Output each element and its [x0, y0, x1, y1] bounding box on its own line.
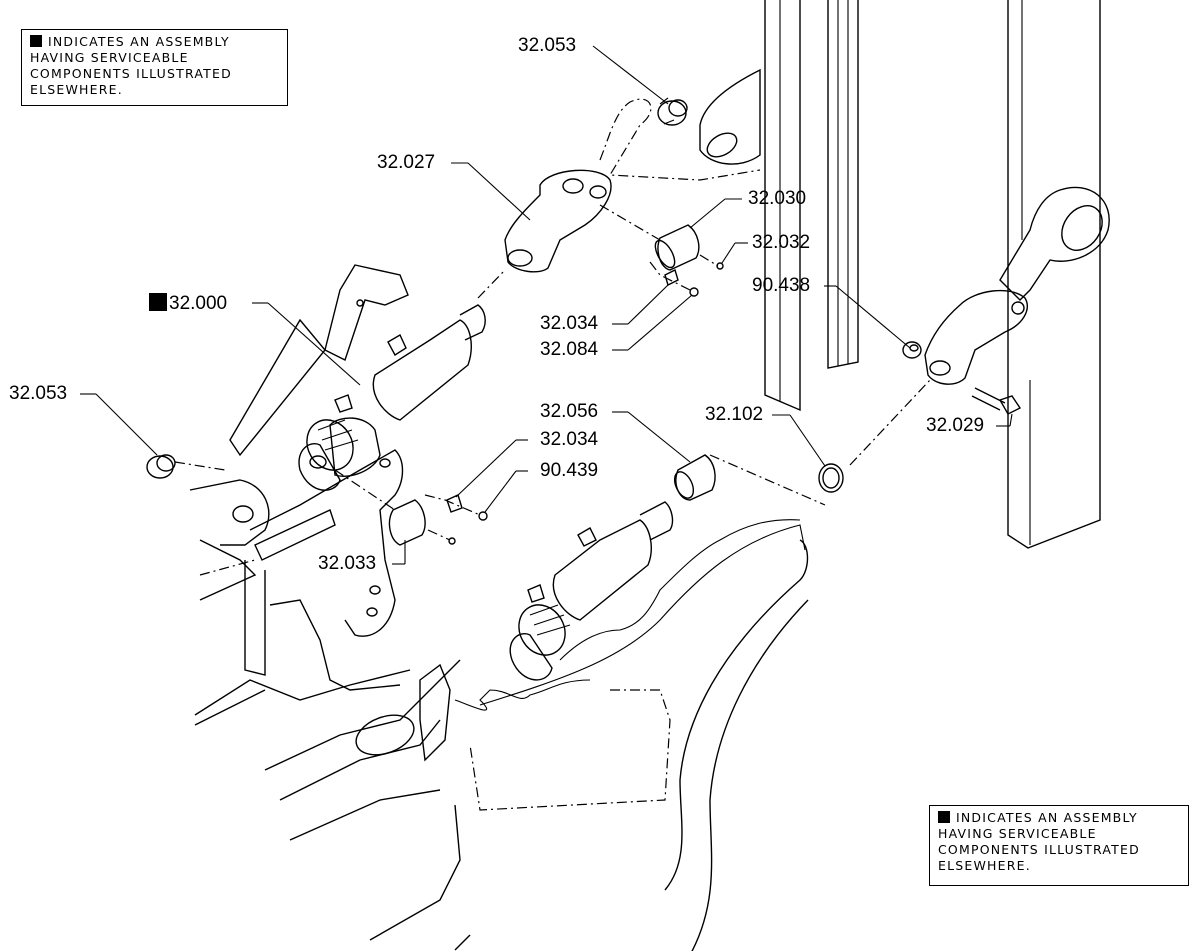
blade-frame-lower: [194, 519, 809, 951]
note-text: INDICATES AN ASSEMBLY: [956, 810, 1138, 825]
lift-arm-top: [699, 68, 761, 165]
retainer-32-034-top: [649, 261, 699, 297]
note-line: COMPONENTS ILLUSTRATED: [938, 842, 1140, 857]
hydraulic-cylinder-32-000: [298, 269, 506, 491]
leader-lines: [80, 45, 1013, 565]
frame-plate: [189, 449, 404, 637]
part-label-32-056: 32.056: [540, 401, 599, 422]
pin-32-033: [334, 469, 456, 546]
part-label-32-000: 32.000: [149, 293, 227, 314]
rod-clevis-32-029: [924, 289, 1028, 415]
mast-channel-left: [764, 0, 859, 412]
part-label-32-029: 32.029: [926, 415, 985, 436]
cylinder-clevis-32-027: [504, 98, 761, 273]
assembly-marker-icon: [30, 35, 42, 47]
bushing-32-053-left: [146, 454, 226, 479]
assembly-marker-icon: [938, 811, 950, 823]
note-box-bottom-right: INDICATES AN ASSEMBLY HAVING SERVICEABLE…: [929, 805, 1189, 886]
part-label-32-032: 32.032: [752, 232, 811, 253]
mount-bracket: [229, 264, 409, 457]
part-label-32-053-left: 32.053: [9, 383, 68, 404]
part-label-32-027: 32.027: [377, 152, 436, 173]
part-label-32-034-mid: 32.034: [540, 429, 599, 450]
retainer-32-034-mid: [424, 494, 488, 521]
part-label-32-053-top: 32.053: [518, 35, 577, 56]
note-line: INDICATES AN ASSEMBLY: [938, 810, 1180, 826]
part-label-text: 32.000: [169, 293, 228, 314]
part-label-32-102: 32.102: [705, 404, 764, 425]
part-label-90-439: 90.439: [540, 460, 599, 481]
part-label-90-438: 90.438: [752, 275, 811, 296]
note-box-top-left: INDICATES AN ASSEMBLY HAVING SERVICEABLE…: [21, 29, 288, 106]
note-line: HAVING SERVICEABLE: [938, 826, 1097, 841]
note-line: ELSEWHERE.: [938, 858, 1031, 873]
o-ring-32-102: [709, 379, 931, 506]
mast-channel-right: [1007, 0, 1101, 549]
note-line: COMPONENTS ILLUSTRATED: [30, 66, 232, 81]
note-line: HAVING SERVICEABLE: [30, 50, 189, 65]
lift-arm-right: [999, 186, 1110, 301]
bushing-32-053-top: [657, 97, 688, 126]
bushing-32-056: [673, 454, 716, 501]
part-label-32-084: 32.084: [540, 339, 599, 360]
part-label-32-030: 32.030: [748, 188, 807, 209]
note-text: INDICATES AN ASSEMBLY: [48, 34, 230, 49]
pin-32-030: [599, 204, 724, 271]
part-label-32-033: 32.033: [318, 553, 377, 574]
assembly-marker-icon: [149, 293, 167, 311]
hydraulic-cylinder-lower: [509, 501, 674, 681]
note-line: ELSEWHERE.: [30, 82, 123, 97]
note-line: INDICATES AN ASSEMBLY: [30, 34, 279, 50]
part-label-32-034-top: 32.034: [540, 313, 599, 334]
